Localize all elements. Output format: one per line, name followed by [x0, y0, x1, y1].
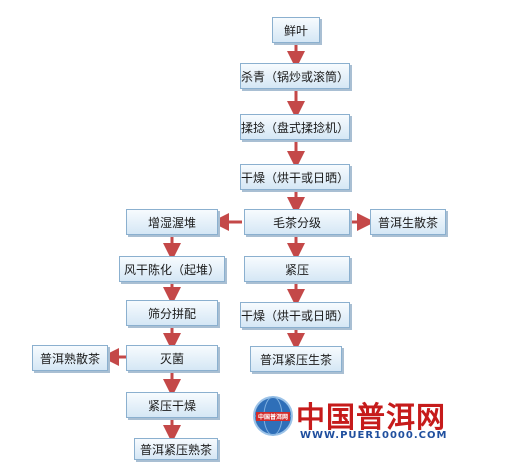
node-maocha-grading: 毛茶分级: [244, 209, 350, 235]
node-press-dry: 紧压干燥: [126, 392, 218, 418]
watermark-url: WWW.PUER10000.COM: [300, 430, 448, 441]
node-sterilize: 灭菌: [126, 345, 218, 371]
node-sieve-blend: 筛分拼配: [126, 300, 218, 326]
globe-logo-icon: 中国普洱网: [253, 396, 293, 436]
node-puer-pressed-raw: 普洱紧压生茶: [250, 346, 342, 372]
node-puer-pressed-ripe: 普洱紧压熟茶: [134, 438, 218, 460]
node-fresh-leaf: 鲜叶: [272, 17, 320, 43]
node-press: 紧压: [244, 256, 350, 282]
node-air-drying-aging: 风干陈化（起堆）: [119, 256, 225, 282]
watermark-title: 中国普洱网: [296, 400, 447, 434]
node-puer-ripe-loose: 普洱熟散茶: [32, 345, 108, 371]
node-puer-raw-loose: 普洱生散茶: [370, 209, 446, 235]
node-kill-green: 杀青（锅炒或滚筒）: [240, 63, 350, 89]
node-drying-2: 干燥（烘干或日晒）: [240, 302, 350, 328]
node-drying-1: 干燥（烘干或日晒）: [240, 164, 350, 190]
globe-logo-label: 中国普洱网: [258, 413, 288, 421]
node-rolling: 揉捻（盘式揉捻机）: [240, 114, 350, 140]
node-wet-piling: 增湿渥堆: [126, 209, 218, 235]
